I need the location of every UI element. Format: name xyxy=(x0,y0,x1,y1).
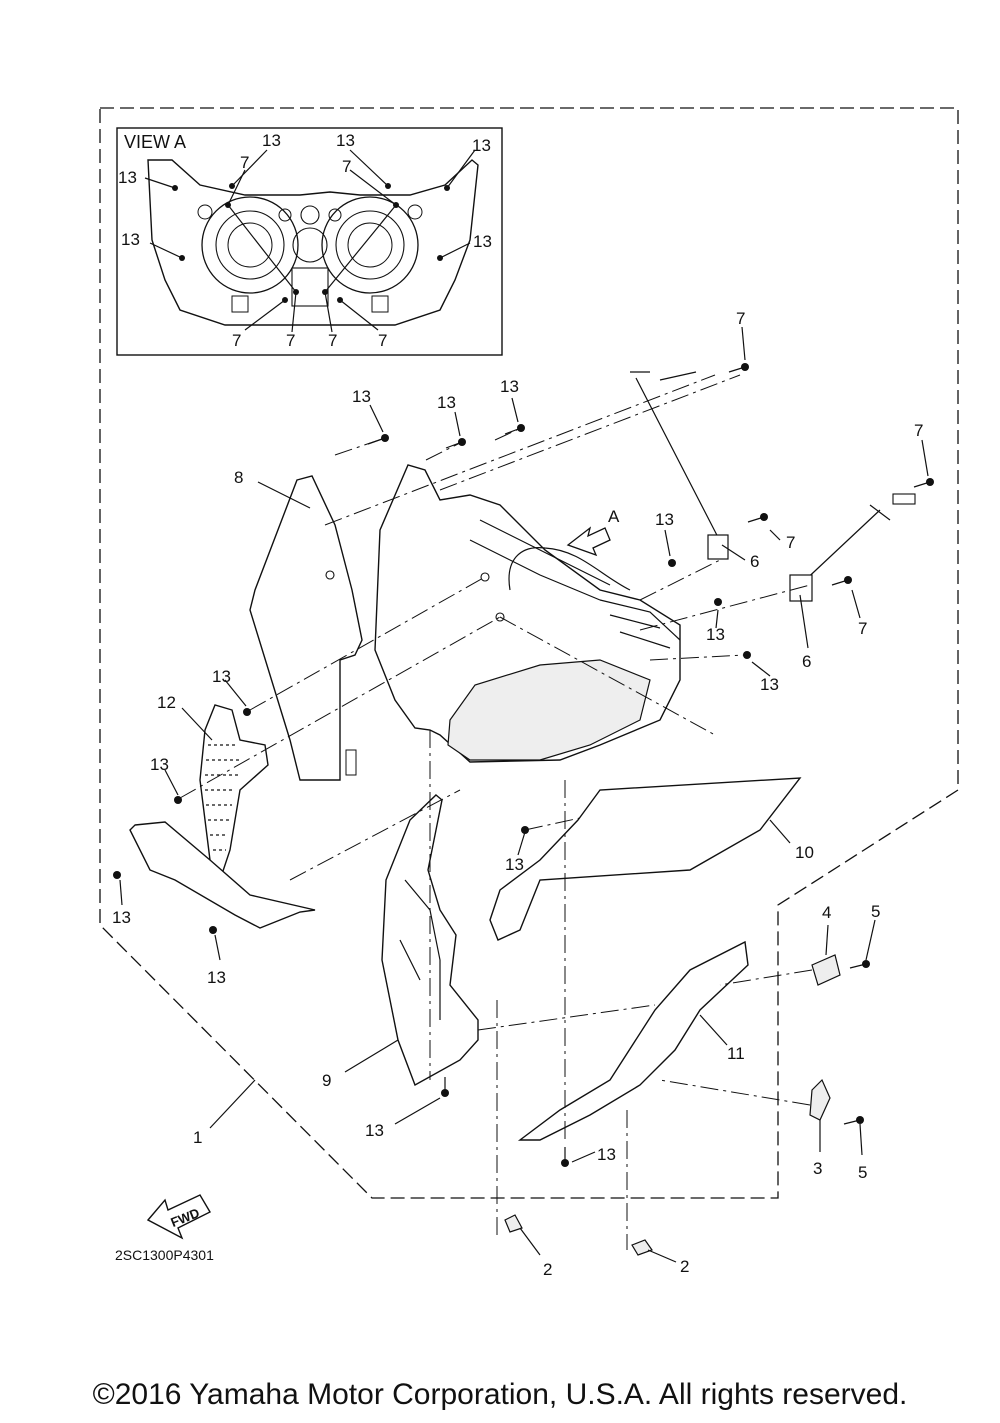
callout-8: 8 xyxy=(234,468,243,487)
part-2-nut xyxy=(504,1214,523,1233)
callout-10: 10 xyxy=(795,843,814,862)
callout-5: 5 xyxy=(858,1163,867,1182)
view-a-arrow xyxy=(566,526,611,557)
callout-6: 6 xyxy=(802,652,811,671)
callout-5: 5 xyxy=(871,902,880,921)
assembly-boundary xyxy=(99,107,959,1199)
stay-rod xyxy=(630,371,723,546)
headlight-lens xyxy=(447,659,651,761)
callout-13: 13 xyxy=(112,908,131,927)
callout-13: 13 xyxy=(212,667,231,686)
callout-3: 3 xyxy=(813,1159,822,1178)
part-4-clip xyxy=(811,954,841,986)
callout-13: 13 xyxy=(365,1121,384,1140)
callout-13: 13 xyxy=(655,510,674,529)
callout-leaders xyxy=(119,326,929,1263)
callout-1: 1 xyxy=(193,1128,202,1147)
part-3-clip xyxy=(809,1078,831,1121)
view-a-arrow-label: A xyxy=(608,507,620,526)
callout-7: 7 xyxy=(858,619,867,638)
copyright-notice: ©2016 Yamaha Motor Corporation, U.S.A. A… xyxy=(92,1378,908,1411)
callout-13: 13 xyxy=(760,675,779,694)
view-a-callout-13: 13 xyxy=(473,232,492,251)
callout-13: 13 xyxy=(352,387,371,406)
view-a-callout-7: 7 xyxy=(232,331,241,350)
view-a-callout-13: 13 xyxy=(336,131,355,150)
callout-13: 13 xyxy=(505,855,524,874)
callout-2: 2 xyxy=(680,1257,689,1276)
callout-7: 7 xyxy=(914,421,923,440)
callout-13: 13 xyxy=(706,625,725,644)
fwd-arrow: FWD xyxy=(146,1194,211,1240)
view-a-callout-13: 13 xyxy=(472,136,491,155)
view-a-callout-7: 7 xyxy=(286,331,295,350)
part-12-grille xyxy=(199,704,269,882)
view-a-callout-7: 7 xyxy=(240,153,249,172)
part-11-lower-panel xyxy=(517,940,749,1141)
lower-left-duct xyxy=(129,821,316,929)
callout-7: 7 xyxy=(736,309,745,328)
stay-arm-right xyxy=(799,504,891,586)
view-a-callout-7: 7 xyxy=(378,331,387,350)
callout-2: 2 xyxy=(543,1260,552,1279)
wire-harness xyxy=(508,547,631,591)
callout-13: 13 xyxy=(207,968,226,987)
view-a-inset: VIEW A xyxy=(116,127,503,356)
headlight-frame-ribs xyxy=(469,519,681,649)
diagram-code: 2SC1300P4301 xyxy=(115,1247,214,1263)
callout-6: 6 xyxy=(750,552,759,571)
lens-left-rear xyxy=(201,196,299,294)
part-2-nut xyxy=(631,1239,653,1256)
view-a-title: VIEW A xyxy=(124,132,186,152)
view-a-callout-13: 13 xyxy=(118,168,137,187)
lens-right-rear xyxy=(321,196,419,294)
view-a-callout-13: 13 xyxy=(262,131,281,150)
centerlines xyxy=(179,374,813,1250)
callout-13: 13 xyxy=(597,1145,616,1164)
callout-12: 12 xyxy=(157,693,176,712)
grille-mesh xyxy=(205,744,240,851)
part-8-windscreen xyxy=(249,475,363,781)
callout-11: 11 xyxy=(727,1044,745,1063)
callout-4: 4 xyxy=(822,903,831,922)
callout-9: 9 xyxy=(322,1071,331,1090)
view-a-callout-7: 7 xyxy=(342,157,351,176)
view-a-callout-7: 7 xyxy=(328,331,337,350)
callout-13: 13 xyxy=(437,393,456,412)
callout-13: 13 xyxy=(150,755,169,774)
callout-13: 13 xyxy=(500,377,519,396)
view-a-callout-13: 13 xyxy=(121,230,140,249)
part-10-upper-panel xyxy=(489,777,802,941)
callout-7: 7 xyxy=(786,533,795,552)
